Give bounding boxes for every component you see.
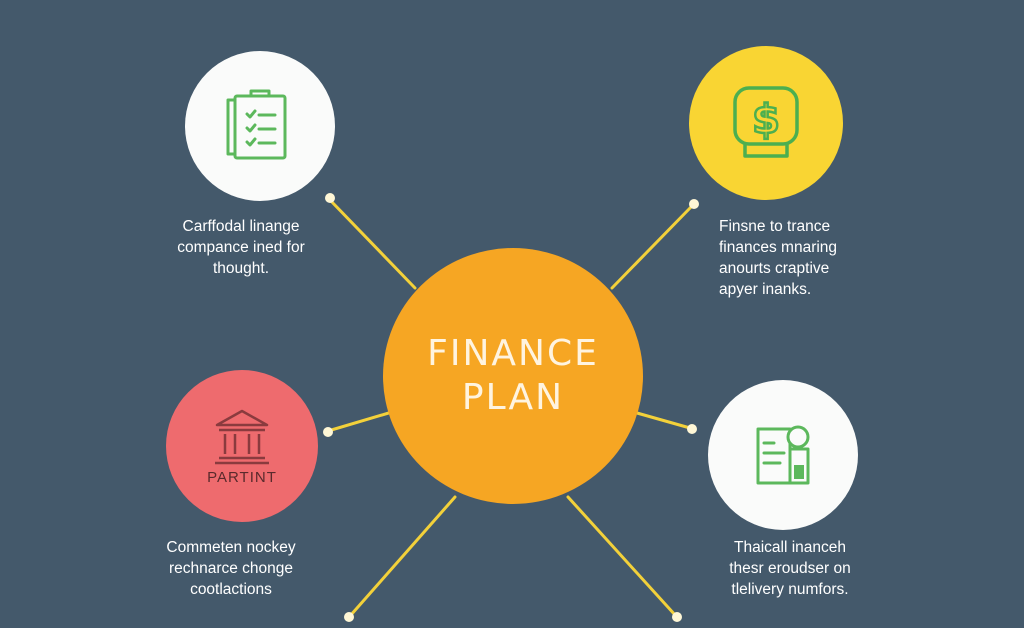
dollar-sign-icon: $	[733, 86, 799, 158]
clipboard-checklist-icon	[226, 89, 287, 160]
caption-top-right: Finsne to trance finances mnaring anourt…	[719, 216, 919, 300]
node-bottom-left: PARTINT	[166, 370, 318, 522]
caption-line: cootlactions	[190, 581, 272, 598]
caption-line: Finsne to trance	[719, 218, 831, 235]
caption-line: thought.	[212, 260, 270, 277]
svg-text:$: $	[752, 97, 780, 143]
connector-left	[326, 410, 394, 433]
caption-line: tlelivery numfors.	[731, 581, 849, 598]
connector-dot	[325, 193, 335, 203]
connector-dot	[344, 612, 354, 622]
bank-building-icon	[215, 409, 269, 464]
connector-right	[635, 411, 692, 430]
connector-dot	[687, 424, 697, 434]
caption-line: Thaicall inanceh	[733, 539, 846, 556]
caption-bottom-left: Commeten nockey rechnarce chonge cootlac…	[131, 537, 331, 600]
caption-line: thesr eroudser on	[729, 560, 851, 577]
caption-line: compance ined for	[177, 239, 305, 256]
connector-dot	[689, 199, 699, 209]
caption-line: anourts craptive	[719, 260, 830, 277]
document-badge-icon	[756, 425, 810, 485]
caption-bottom-right: Thaicall inanceh thesr eroudser on tleli…	[690, 537, 890, 600]
caption-line: apyer inanks.	[719, 281, 812, 298]
caption-top-left: Carffodal linange compance ined for thou…	[141, 216, 341, 279]
connector-bottom-right	[566, 495, 678, 618]
connector-top-left	[328, 198, 417, 290]
connector-top-right	[610, 204, 694, 290]
center-title-line1: FINANCE	[427, 333, 599, 374]
node-top-right: $	[689, 46, 843, 200]
node-top-left	[185, 51, 335, 201]
caption-line: Carffodal linange	[182, 218, 300, 235]
connector-dot	[323, 427, 333, 437]
node-bottom-left-label: PARTINT	[207, 468, 277, 486]
node-bottom-right	[708, 380, 858, 530]
caption-line: Commeten nockey	[166, 539, 296, 556]
caption-line: rechnarce chonge	[168, 560, 294, 577]
caption-line: finances mnaring	[719, 239, 838, 256]
connector-dot	[672, 612, 682, 622]
center-title-line2: PLAN	[461, 377, 565, 418]
center-hub: FINANCE PLAN	[383, 248, 643, 504]
connector-bottom-left	[348, 495, 457, 618]
